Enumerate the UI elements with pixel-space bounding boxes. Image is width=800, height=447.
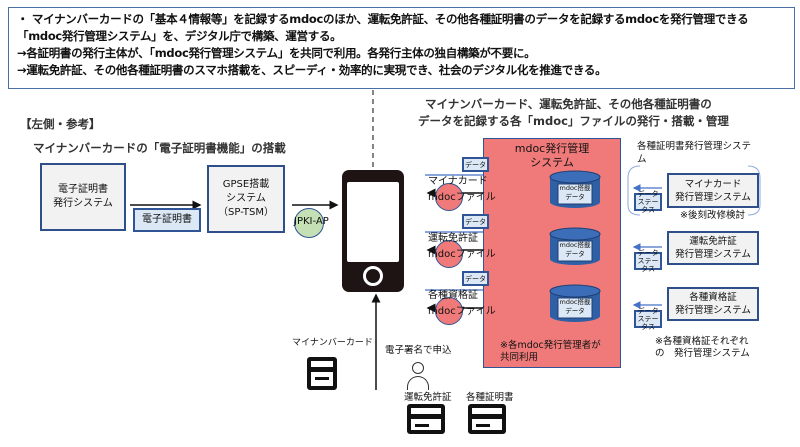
- right-title-1: マイナンバーカード、運転免許証、その他各種証明書の: [425, 97, 712, 111]
- smartphone-icon: [342, 170, 404, 292]
- license-label: 運転免許証: [404, 392, 452, 403]
- issuer-qualification: 各種資格証 発行管理システム: [667, 287, 759, 321]
- mdoc-file-circle: [435, 240, 463, 268]
- status-tag: データ ステータス: [634, 190, 662, 214]
- mynumber-card-icon: [307, 357, 337, 390]
- db-label: mdoc搭載 データ: [559, 241, 591, 258]
- database-icon: [549, 170, 601, 208]
- jpki-label: JPKI-AP: [294, 216, 329, 227]
- data-tag: データ: [462, 271, 489, 286]
- license-card-icon: [407, 404, 445, 434]
- db-label: mdoc搭載 データ: [559, 298, 591, 315]
- db-label: mdoc搭載 データ: [559, 184, 591, 201]
- issuer-group-label: 各種証明書発行管理システ ム: [637, 141, 752, 165]
- summary-line: →各証明書の発行主体が、「mdoc発行管理システム」を共同で利用。各発行主体の独…: [17, 46, 536, 60]
- file-owner-label: 運転免許証: [428, 233, 478, 244]
- person-icon: [412, 362, 424, 374]
- left-title: マイナンバーカードの「電子証明書機能」の搭載: [33, 141, 286, 155]
- shared-note: ※各mdoc発行管理者が 共同利用: [500, 340, 601, 363]
- database-icon: [549, 284, 601, 322]
- mynumber-label: マイナンバーカード: [292, 338, 373, 348]
- file-owner-label: 各種資格証: [428, 290, 478, 301]
- file-owner-label: マイナカード: [428, 176, 488, 187]
- issuer-license: 運転免許証 発行管理システム: [667, 231, 759, 265]
- data-tag: データ: [462, 157, 489, 172]
- summary-line: →運転免許証、その他各種証明書のスマホ搭載を、スピーディ・効率的に実現でき、社会…: [17, 63, 607, 77]
- data-tag: データ: [462, 214, 489, 229]
- database-icon: [549, 227, 601, 265]
- summary-box: ・ マイナンバーカードの「基本４情報等」を記録するmdocのほか、運転免許証、そ…: [8, 7, 795, 89]
- later-note: ※後刻改修検討: [680, 210, 745, 221]
- each-note: ※各種資格証それぞれ の 発行管理システム: [655, 336, 750, 359]
- mdoc-system-label: mdoc発行管理 システム: [514, 142, 590, 169]
- status-tag: データ ステータス: [634, 249, 662, 273]
- gpse-system: GPSE搭載 システム （SP-TSM）: [207, 165, 285, 233]
- certificate-card-icon: [468, 404, 506, 434]
- right-title-2: データを記録する各「mdoc」ファイルの発行・搭載・管理: [418, 114, 729, 128]
- cert-issuer-system: 電子証明書 発行システム: [40, 163, 126, 231]
- summary-line: ・ マイナンバーカードの「基本４情報等」を記録するmdocのほか、運転免許証、そ…: [17, 12, 749, 43]
- person-body-icon: [407, 376, 429, 390]
- jpki-circle: [294, 208, 324, 238]
- certs-label: 各種証明書: [466, 392, 514, 403]
- cert-label: 電子証明書: [133, 208, 201, 232]
- apply-label: 電子署名で申込: [385, 345, 452, 356]
- mdoc-file-circle: [435, 183, 463, 211]
- status-tag: データ ステータス: [634, 307, 662, 331]
- mdoc-file-circle: [435, 297, 463, 325]
- mdoc-file-label: mdocファイル: [428, 192, 496, 203]
- left-tag: 【左側・参考】: [20, 117, 101, 131]
- mdoc-file-label: mdocファイル: [428, 306, 496, 317]
- mdoc-file-label: mdocファイル: [428, 249, 496, 260]
- issuer-mynacard: マイナカード 発行管理システム: [667, 173, 759, 208]
